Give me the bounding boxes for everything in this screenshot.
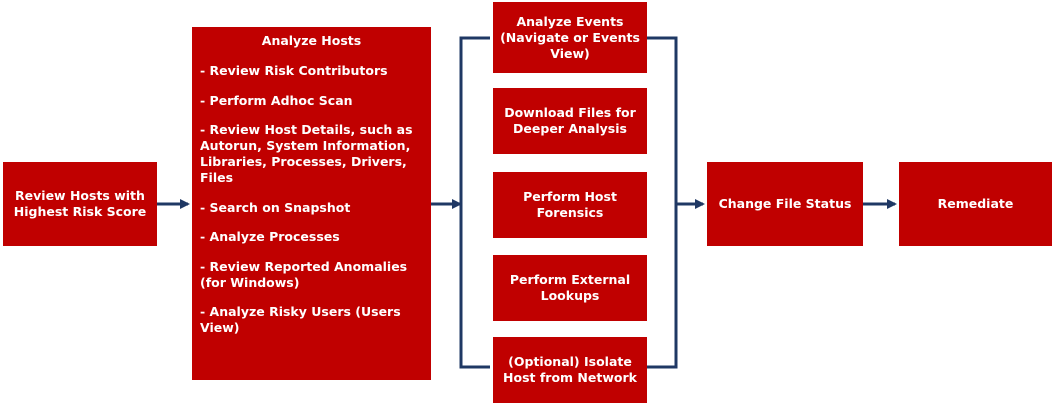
remediate-label: Remediate (937, 196, 1014, 211)
isolate-host-label: (Optional) Isolate Host from Network (503, 354, 637, 385)
analyze-hosts-item: - Search on Snapshot (200, 199, 351, 215)
download-files-box: Download Files for Deeper Analysis (493, 88, 647, 154)
host-forensics-label: Perform Host Forensics (523, 189, 617, 220)
download-files-label: Download Files for Deeper Analysis (504, 105, 636, 136)
analyze-hosts-item: - Review Host Details, such as Autorun, … (200, 122, 413, 185)
right-bracket (647, 36, 678, 369)
change-file-status-box: Change File Status (707, 162, 863, 246)
review-hosts-label: Review Hosts with Highest Risk Score (13, 188, 147, 219)
host-forensics-box: Perform Host Forensics (493, 172, 647, 238)
remediate-box: Remediate (899, 162, 1052, 246)
analyze-hosts-title: Analyze Hosts (261, 33, 362, 48)
analyze-hosts-item: - Review Risk Contributors (200, 63, 388, 78)
change-file-status-label: Change File Status (718, 196, 852, 211)
analyze-hosts-item: - Review Reported Anomalies (for Windows… (200, 258, 408, 290)
analyze-hosts-item: - Perform Adhoc Scan (200, 92, 353, 108)
analyze-hosts-box: Analyze Hosts - Review Risk Contributors… (192, 27, 431, 380)
analyze-events-box: Analyze Events (Navigate or Events View) (493, 2, 647, 73)
external-lookups-box: Perform External Lookups (493, 255, 647, 321)
analyze-hosts-item: - Analyze Processes (200, 229, 340, 244)
left-bracket (459, 36, 490, 369)
review-hosts-box: Review Hosts with Highest Risk Score (3, 162, 157, 246)
isolate-host-box: (Optional) Isolate Host from Network (493, 337, 647, 403)
analyze-events-label: Analyze Events (Navigate or Events View) (500, 13, 640, 61)
analyze-hosts-item: - Analyze Risky Users (Users View) (200, 304, 401, 335)
external-lookups-label: Perform External Lookups (509, 272, 631, 303)
